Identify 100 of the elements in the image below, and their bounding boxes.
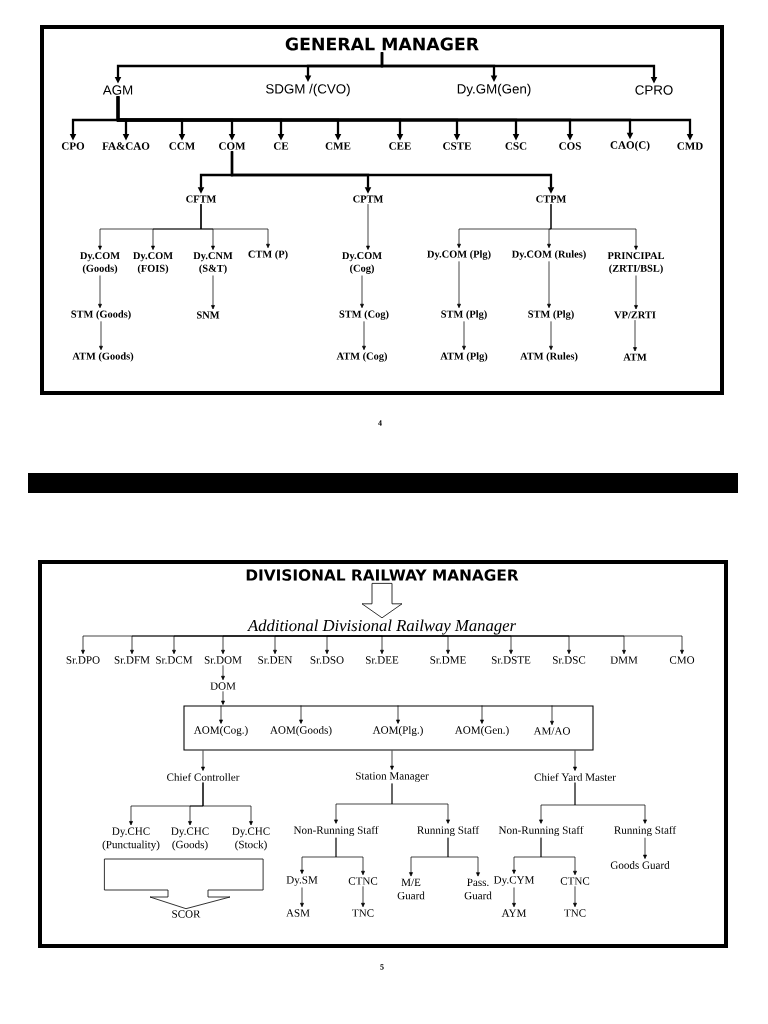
arrow (447, 837, 480, 877)
position-label: Sr.DPO (66, 656, 100, 664)
arrow (512, 887, 516, 908)
chart-title: DIVISIONAL RAILWAY MANAGER (246, 569, 519, 581)
arrow (480, 705, 484, 724)
position-label: CSTE (443, 142, 471, 150)
position-label: ATM (Plg) (440, 352, 488, 362)
position-label: Sr.DSO (310, 656, 344, 664)
arrow (99, 320, 103, 351)
position-label: SNM (197, 311, 220, 319)
arrow (457, 261, 461, 309)
arrow (634, 275, 638, 310)
arrow (221, 690, 225, 705)
position-label: AM/AO (533, 727, 570, 735)
arrow (221, 665, 225, 681)
position-label: Dy.COM (FOIS) (133, 252, 173, 274)
position-label: Sr.DME (430, 656, 466, 664)
arrow (391, 783, 450, 824)
position-label: Dy.COM (Cog) (342, 252, 382, 274)
position-label: Sr.DEN (258, 656, 293, 664)
position-label: DOM (210, 682, 236, 690)
position-label: Additional Divisional Railway Manager (247, 619, 517, 635)
position-label: Sr.DCM (156, 656, 193, 664)
position-label: CTM (P) (248, 250, 288, 260)
position-label: COS (559, 142, 581, 150)
position-label: VP/ZRTI (614, 311, 656, 319)
arrow (547, 260, 551, 309)
arrow (381, 635, 684, 655)
position-label: Sr.DSC (552, 656, 586, 664)
arrow (633, 319, 637, 352)
position-label: ASM (286, 909, 310, 917)
position-label: ATM (Rules) (520, 352, 578, 362)
position-label: CTPM (536, 195, 566, 203)
position-label: CAO(C) (610, 141, 650, 152)
position-label: Dy.CHC (Stock) (232, 827, 270, 851)
position-label: Chief Controller (167, 773, 240, 781)
position-label: AGM (102, 85, 133, 95)
position-label: CTNC (348, 877, 378, 885)
arrow (643, 837, 647, 859)
position-label: Sr.DSTE (491, 656, 531, 664)
position-label: CPO (61, 142, 85, 150)
position-label: Station Manager (356, 772, 429, 782)
position-label: Non-Running Staff (498, 825, 584, 837)
position-label: ATM (Goods) (72, 352, 134, 362)
arrow (300, 887, 304, 908)
arrow (550, 705, 554, 726)
position-label: CEE (389, 142, 411, 150)
position-label: AOM(Plg.) (372, 726, 423, 737)
arrow (202, 782, 253, 826)
arrow (219, 705, 223, 724)
position-label: Non-Running Staff (293, 825, 379, 837)
position-label: CE (273, 142, 289, 150)
position-label: Goods Guard (610, 861, 670, 869)
position-label: Dy.CNM (S&T) (193, 252, 233, 274)
position-label: Chief Yard Master (534, 773, 616, 781)
position-label: Dy.CYM (493, 876, 535, 886)
position-label: STM (Plg) (441, 310, 487, 320)
position-label: Dy.SM (286, 876, 318, 886)
chart-title: GENERAL MANAGER (285, 37, 479, 51)
position-label: Dy.GM(Gen) (457, 83, 531, 97)
arrow (200, 203, 270, 249)
arrow (325, 635, 383, 655)
block-arrow (361, 583, 403, 619)
position-label: CMO (669, 656, 695, 664)
position-label: CTNC (560, 877, 590, 885)
arrow (362, 321, 366, 351)
position-label: CPRO (635, 85, 673, 95)
position-label: ATM (Cog) (336, 352, 387, 362)
position-label: STM (Cog) (339, 310, 389, 320)
group-box (183, 705, 594, 751)
position-label: CME (325, 142, 351, 150)
arrow (573, 885, 577, 908)
position-label: Dy.COM (Goods) (80, 252, 120, 274)
position-label: SDGM /(CVO) (266, 83, 350, 97)
arrow (396, 705, 400, 724)
position-label: CMD (677, 142, 703, 150)
position-label: CCM (169, 142, 195, 150)
arrow (390, 750, 394, 770)
position-label: Dy.COM (Rules) (511, 250, 586, 260)
arrow (361, 885, 365, 908)
position-label: TNC (352, 909, 374, 917)
position-label: Running Staff (614, 825, 677, 837)
position-label: CFTM (186, 195, 216, 203)
position-label: DMM (610, 656, 638, 664)
position-label: Sr.DOM (204, 656, 242, 664)
block-arrow (104, 858, 264, 910)
position-label: AOM(Goods) (270, 726, 332, 737)
position-label: M/E Guard (397, 878, 425, 900)
position-label: COM (219, 142, 246, 150)
arrow (98, 275, 102, 309)
position-label: Dy.CHC (Goods) (171, 827, 209, 851)
position-label: Sr.DEE (366, 656, 399, 664)
arrow (550, 203, 638, 250)
position-label: TNC (564, 909, 586, 917)
arrow (201, 750, 205, 771)
position-label: AOM(Cog.) (193, 726, 248, 737)
page-number: 5 (380, 964, 384, 970)
position-label: AOM(Gen.) (454, 726, 509, 737)
position-label: SCOR (172, 910, 201, 918)
position-label: Dy.COM (Plg) (427, 250, 491, 260)
